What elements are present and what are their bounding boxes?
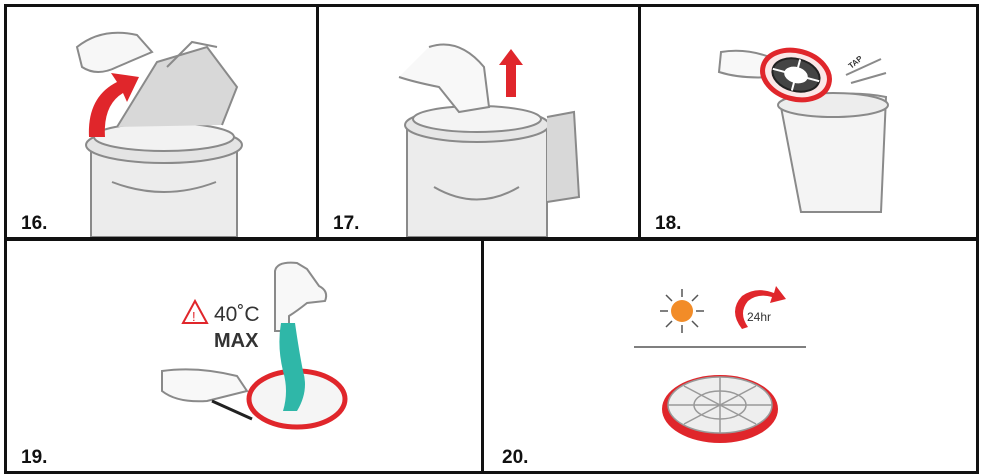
illustration-remove-filter: 17. [319, 7, 641, 240]
up-arrow-icon [499, 49, 523, 97]
sun-icon [660, 289, 704, 333]
panel-step-19: ! 40˚C MAX 19. [4, 238, 484, 474]
svg-text:!: ! [192, 309, 196, 324]
panel-step-16: 16. [4, 4, 319, 240]
panel-step-18: TAP 18. [638, 4, 979, 240]
max-label: MAX [214, 330, 259, 352]
illustration-lift-lid: 16. [7, 7, 319, 240]
step-number-17: 17. [333, 213, 359, 234]
illustration-dry-filter: 24hr 20. [484, 241, 979, 474]
step-number-16: 16. [21, 213, 47, 234]
illustration-tap-filter: TAP 18. [641, 7, 979, 240]
max-temperature: 40˚C [214, 303, 260, 326]
filter-disc [662, 375, 778, 443]
step-number-18: 18. [655, 213, 681, 234]
step-number-19: 19. [21, 447, 47, 468]
illustration-wash-filter: ! 40˚C MAX 19. [7, 241, 484, 474]
step-number-20: 20. [502, 447, 528, 468]
panel-step-17: 17. [316, 4, 641, 240]
drying-duration: 24hr [747, 310, 771, 324]
warning-triangle-icon: ! [183, 301, 207, 324]
panel-step-20: 24hr 20. [481, 238, 979, 474]
